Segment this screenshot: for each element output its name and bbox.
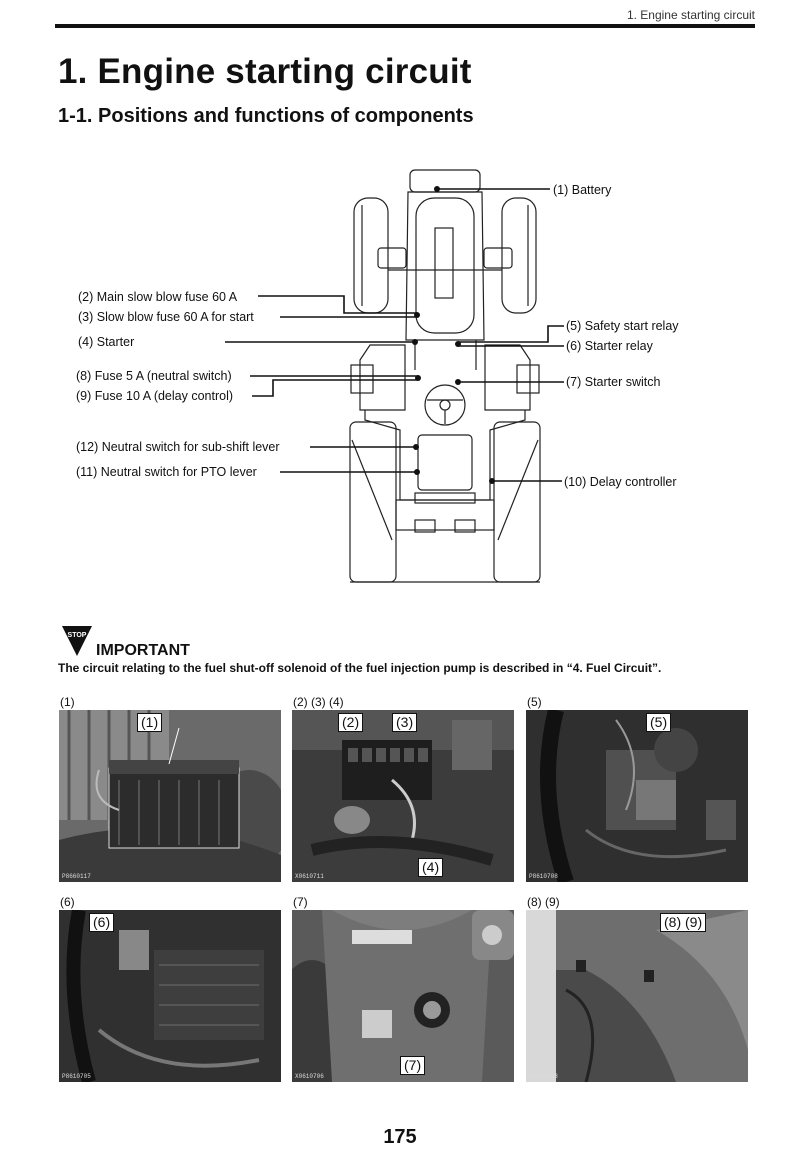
- label-starter-relay: (6) Starter relay: [566, 339, 654, 353]
- photo-callout-6: (6): [89, 913, 114, 932]
- photo-label-6: (6): [60, 895, 75, 909]
- photo-code: X0610708: [529, 1073, 558, 1080]
- header-rule: [55, 24, 755, 28]
- page-title: 1. Engine starting circuit: [58, 52, 472, 92]
- photo-label-5: (5): [527, 695, 542, 709]
- label-starter-switch: (7) Starter switch: [566, 375, 661, 389]
- label-fuse-delay: (9) Fuse 10 A (delay control): [76, 389, 233, 403]
- left-light: [351, 365, 373, 393]
- section-subtitle: 1-1. Positions and functions of componen…: [58, 105, 474, 128]
- photo-safety-relay: (5) P8610708: [526, 710, 748, 882]
- photo-code: P8610708: [529, 873, 558, 880]
- photo-label-1: (1): [60, 695, 75, 709]
- photo-callout-5: (5): [646, 713, 671, 732]
- rear-right-wheel: [494, 422, 540, 582]
- stop-icon-text: STOP: [68, 632, 87, 639]
- label-starter: (4) Starter: [78, 335, 134, 349]
- photo-callout-4: (4): [418, 858, 443, 877]
- tractor-component-diagram: (1) Battery (2) Main slow blow fuse 60 A…: [60, 160, 760, 600]
- label-start-fuse: (3) Slow blow fuse 60 A for start: [78, 310, 254, 324]
- photo-fuses-8-9: (8) (9) X0610708: [526, 910, 748, 1082]
- photo-callout-7: (7): [400, 1056, 425, 1075]
- label-subshift-switch: (12) Neutral switch for sub-shift lever: [76, 440, 280, 454]
- photo-code: X0610711: [295, 873, 324, 880]
- photo-code: P8660117: [62, 873, 91, 880]
- callout-leader-lines: [225, 189, 564, 481]
- stop-icon: STOP: [60, 624, 94, 658]
- photo-starter-relay: (6) P8610705: [59, 910, 281, 1082]
- front-left-wheel: [354, 198, 388, 313]
- photo-label-7: (7): [293, 895, 308, 909]
- photo-fuses-starter: (2) (3) (4) X0610711: [292, 710, 514, 882]
- page-number: 175: [0, 1126, 800, 1149]
- photo-callout-2: (2): [338, 713, 363, 732]
- rear-left-wheel: [350, 422, 396, 582]
- important-text: The circuit relating to the fuel shut-of…: [58, 661, 661, 675]
- label-pto-switch: (11) Neutral switch for PTO lever: [76, 465, 257, 479]
- running-header: 1. Engine starting circuit: [627, 8, 755, 22]
- label-delay-controller: (10) Delay controller: [564, 475, 677, 489]
- label-main-fuse: (2) Main slow blow fuse 60 A: [78, 290, 238, 304]
- callout-labels: (1) Battery (2) Main slow blow fuse 60 A…: [76, 183, 679, 489]
- photo-label-8-9: (8) (9): [527, 895, 560, 909]
- photo-code: X0610706: [295, 1073, 324, 1080]
- label-battery: (1) Battery: [553, 183, 612, 197]
- photo-callout-1: (1): [137, 713, 162, 732]
- front-right-wheel: [502, 198, 536, 313]
- photo-label-2: (2) (3) (4): [293, 695, 344, 709]
- photo-callout-8-9: (8) (9): [660, 913, 706, 932]
- right-light: [517, 365, 539, 393]
- label-fuse-neutral: (8) Fuse 5 A (neutral switch): [76, 369, 232, 383]
- important-title: IMPORTANT: [96, 642, 190, 660]
- photo-code: P8610705: [62, 1073, 91, 1080]
- label-safety-relay: (5) Safety start relay: [566, 319, 679, 333]
- photo-callout-3: (3): [392, 713, 417, 732]
- photo-starter-switch: (7) X0610706: [292, 910, 514, 1082]
- photo-battery: (1) P8660117: [59, 710, 281, 882]
